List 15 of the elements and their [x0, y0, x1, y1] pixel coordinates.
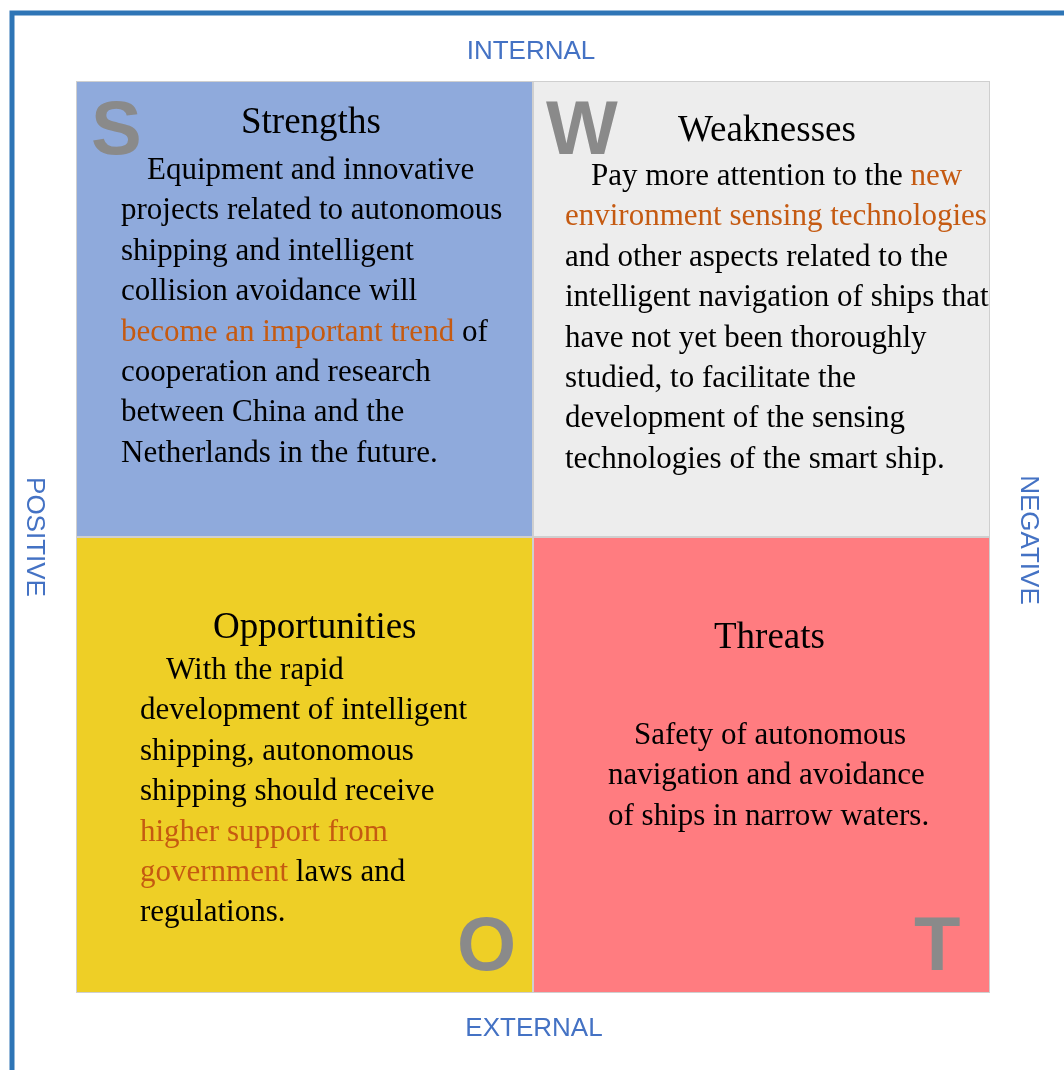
axis-label: NEGATIVE: [1015, 475, 1045, 605]
quadrant-heading: Threats: [714, 614, 825, 658]
axis-label: POSITIVE: [21, 477, 51, 597]
quadrant-description: Safety of autonomous navigation and avoidance of ships in narrow waters.: [608, 715, 931, 834]
quadrant-heading: Strengths: [241, 99, 381, 143]
quadrant-letter: T: [914, 904, 961, 984]
quadrant-heading: Opportunities: [213, 604, 417, 648]
axis-label: INTERNAL: [466, 35, 596, 65]
quadrant-heading: Weaknesses: [678, 107, 856, 151]
quadrant-panel: [76, 537, 533, 993]
quadrant-panel: [533, 537, 990, 993]
quadrant-letter: O: [457, 904, 517, 984]
quadrant-panel: [76, 81, 533, 537]
axis-label: EXTERNAL: [465, 1012, 603, 1042]
quadrant-panel: [533, 81, 990, 537]
